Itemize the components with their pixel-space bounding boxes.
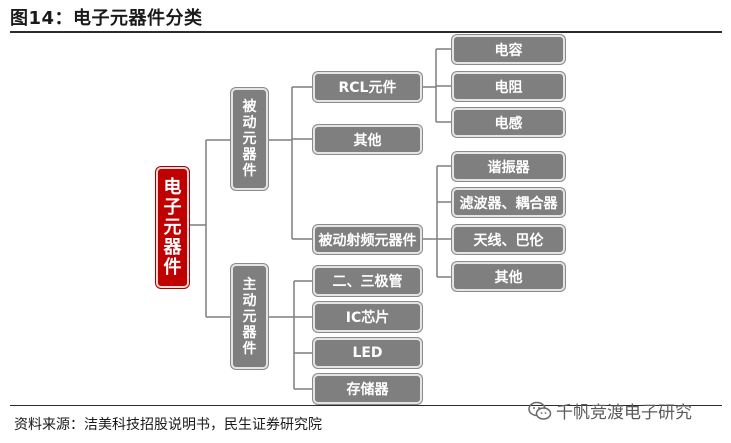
node-passive: 被动元器件 — [231, 88, 268, 190]
node-active: 主动元器件 — [231, 264, 268, 369]
connector-passive — [268, 86, 313, 240]
source-note: 资料来源：洁美科技招股说明书，民生证券研究院 — [14, 417, 322, 433]
node-filter-coupler: 滤波器、耦合器 — [452, 188, 565, 217]
brand-text: 千帆竞渡电子研究 — [556, 403, 692, 423]
footer-divider — [10, 405, 722, 406]
connector-active — [268, 280, 313, 390]
node-passive-rf: 被动射频元器件 — [313, 225, 422, 254]
node-resistor: 电阻 — [452, 72, 565, 101]
node-active-memory: 存储器 — [313, 374, 422, 404]
node-rcl: RCL元件 — [313, 72, 422, 102]
node-rf-other: 其他 — [452, 262, 565, 291]
node-root: 电子元器件 — [156, 167, 189, 288]
node-passive-other: 其他 — [313, 125, 422, 154]
title-divider — [10, 31, 722, 33]
connector-rf — [422, 165, 452, 278]
node-antenna-balun: 天线、巴伦 — [452, 225, 565, 254]
node-active-ic: IC芯片 — [313, 302, 422, 332]
connector-root — [189, 139, 230, 318]
wechat-icon — [528, 401, 552, 421]
node-capacitor: 电容 — [452, 35, 565, 64]
node-resonator: 谐振器 — [452, 152, 565, 181]
brand-watermark: 千帆竞渡电子研究 — [528, 398, 692, 423]
node-inductor: 电感 — [452, 108, 565, 137]
node-active-led: LED — [313, 338, 422, 368]
node-active-diode: 二、三极管 — [313, 266, 422, 296]
figure-title: 图14：电子元器件分类 — [10, 8, 203, 29]
connector-rcl — [422, 48, 452, 123]
